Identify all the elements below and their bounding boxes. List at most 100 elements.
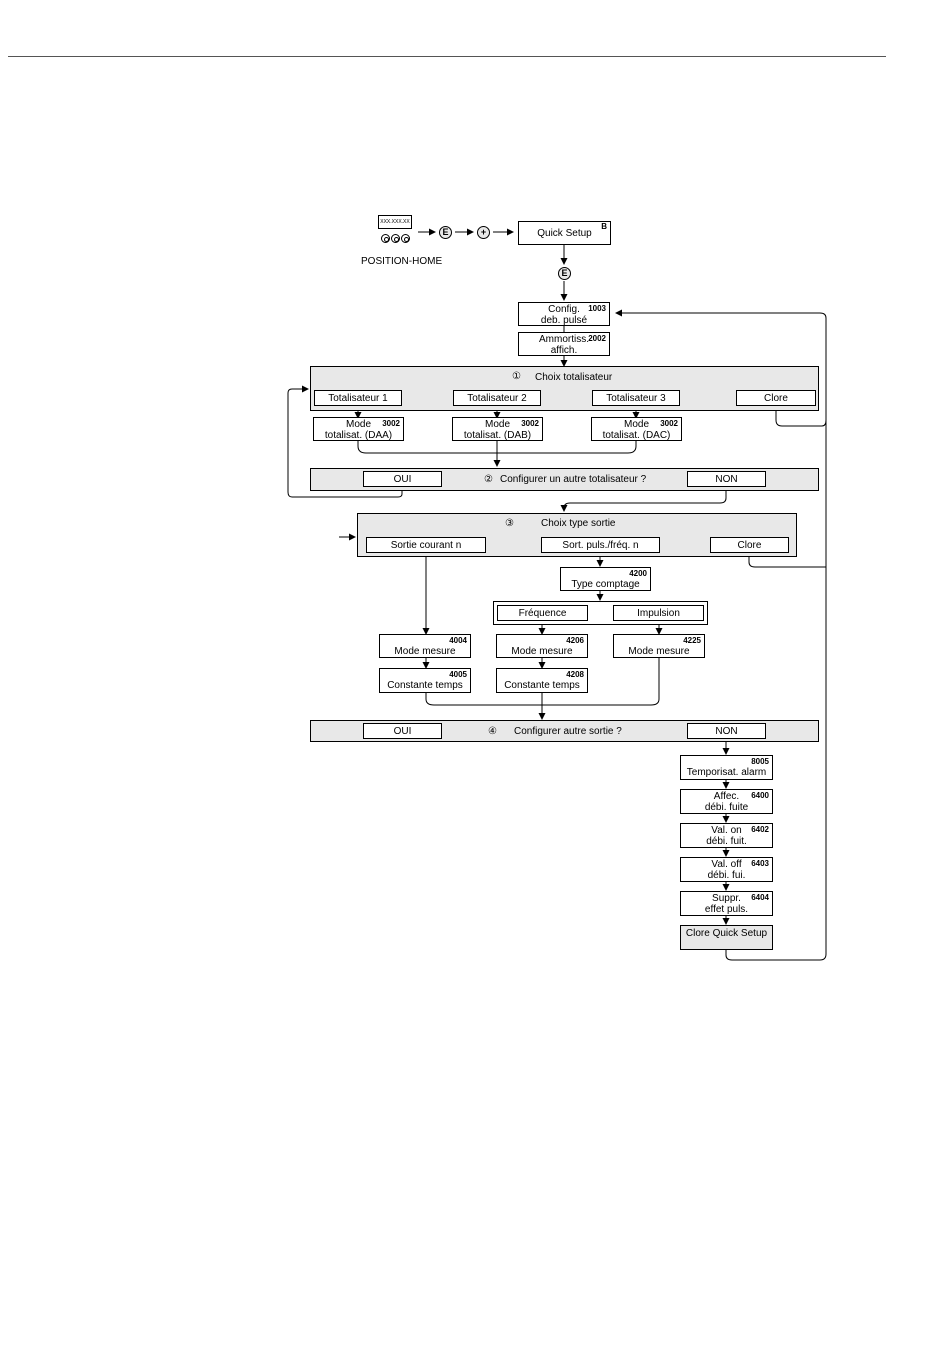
section3-marker: ③ bbox=[505, 518, 514, 529]
section2-marker: ② bbox=[484, 474, 493, 485]
damping-line1: Ammortiss. bbox=[539, 334, 589, 345]
low-flow-off-code: 6403 bbox=[751, 859, 769, 868]
config-pulse-line1: Config. bbox=[548, 304, 580, 315]
operating-key-plus-icon bbox=[391, 234, 400, 243]
totalizer-mode-dac-code: 3002 bbox=[660, 419, 678, 428]
totalizer-3-label: Totalisateur 3 bbox=[606, 393, 666, 404]
totalizer-mode-dab-code: 3002 bbox=[521, 419, 539, 428]
config-pulse-box: 1003 Config. deb. pulsé bbox=[518, 302, 610, 326]
section3-close-label: Clore bbox=[737, 540, 762, 551]
section1-close-option: Clore bbox=[736, 390, 816, 406]
time-constant-4208: 4208 Constante temps bbox=[496, 668, 588, 693]
section2-question: Configurer un autre totalisateur ? bbox=[500, 474, 647, 485]
e-key-icon: E bbox=[439, 226, 452, 239]
section1-marker: ① bbox=[512, 371, 521, 382]
low-flow-assign-box: 6400 Affec. débi. fuite bbox=[680, 789, 773, 814]
time-constant-4005-label: Constante temps bbox=[387, 680, 463, 691]
totalizer-mode-daa-line1: Mode bbox=[345, 419, 371, 430]
measure-mode-4225: 4225 Mode mesure bbox=[613, 634, 705, 658]
section4-marker: ④ bbox=[488, 726, 497, 737]
totalizer-mode-dab: 3002 Mode totalisat. (DAB) bbox=[452, 417, 543, 441]
operating-key-minus-icon bbox=[381, 234, 390, 243]
totalizer-2-option: Totalisateur 2 bbox=[453, 390, 541, 406]
time-constant-4208-code: 4208 bbox=[566, 670, 584, 679]
section4-yes-label: OUI bbox=[393, 726, 412, 737]
measure-mode-4004: 4004 Mode mesure bbox=[379, 634, 471, 658]
section1-panel bbox=[310, 366, 819, 411]
display-readout: XXX.XXX.XX bbox=[380, 219, 410, 225]
section4-no-option: NON bbox=[687, 723, 766, 739]
totalizer-mode-dac-line1: Mode bbox=[623, 419, 649, 430]
quick-setup-superscript: B bbox=[601, 222, 607, 231]
low-flow-off-box: 6403 Val. off débi. fui. bbox=[680, 857, 773, 882]
low-flow-on-line1: Val. on bbox=[711, 825, 742, 836]
totalizer-mode-dac-line2: totalisat. (DAC) bbox=[602, 430, 671, 441]
low-flow-off-line2: débi. fui. bbox=[707, 870, 746, 881]
totalizer-mode-dab-line1: Mode bbox=[484, 419, 510, 430]
totalizer-mode-daa: 3002 Mode totalisat. (DAA) bbox=[313, 417, 404, 441]
config-pulse-code: 1003 bbox=[588, 304, 606, 313]
impulse-option: Impulsion bbox=[613, 605, 704, 621]
low-flow-assign-line1: Affec. bbox=[713, 791, 740, 802]
impulse-label: Impulsion bbox=[637, 608, 680, 619]
measure-mode-4225-code: 4225 bbox=[683, 636, 701, 645]
damping-line2: affich. bbox=[550, 345, 578, 356]
alarm-delay-code: 8005 bbox=[751, 757, 769, 766]
quick-setup-label: Quick Setup bbox=[537, 228, 592, 239]
section4-yes-option: OUI bbox=[363, 723, 442, 739]
totalizer-mode-dac: 3002 Mode totalisat. (DAC) bbox=[591, 417, 682, 441]
low-flow-on-line2: débi. fuit. bbox=[706, 836, 747, 847]
measure-mode-4206: 4206 Mode mesure bbox=[496, 634, 588, 658]
time-constant-4005: 4005 Constante temps bbox=[379, 668, 471, 693]
totalizer-3-option: Totalisateur 3 bbox=[592, 390, 680, 406]
frequency-label: Fréquence bbox=[518, 608, 567, 619]
plus-key-icon: + bbox=[477, 226, 490, 239]
pressure-shock-code: 6404 bbox=[751, 893, 769, 902]
section2-yes-label: OUI bbox=[393, 474, 412, 485]
pulse-freq-output-label: Sort. puls./fréq. n bbox=[562, 540, 639, 551]
position-home-label: POSITION-HOME bbox=[361, 256, 443, 267]
alarm-delay-box: 8005 Temporisat. alarm bbox=[680, 755, 773, 780]
operating-key-enter-icon bbox=[401, 234, 410, 243]
section2-yes-option: OUI bbox=[363, 471, 442, 487]
count-type-label: Type comptage bbox=[571, 579, 640, 590]
low-flow-on-box: 6402 Val. on débi. fuit. bbox=[680, 823, 773, 848]
section1-title: Choix totalisateur bbox=[535, 372, 613, 383]
current-output-label: Sortie courant n bbox=[390, 540, 462, 551]
e-key-icon-2: E bbox=[558, 267, 571, 280]
section2-no-option: NON bbox=[687, 471, 766, 487]
time-constant-4208-label: Constante temps bbox=[504, 680, 580, 691]
measure-mode-4206-label: Mode mesure bbox=[511, 646, 573, 657]
finish-quick-setup-label: Clore Quick Setup bbox=[685, 928, 768, 939]
section2-no-label: NON bbox=[715, 474, 738, 485]
count-type-code: 4200 bbox=[629, 569, 647, 578]
pressure-shock-box: 6404 Suppr. effet puls. bbox=[680, 891, 773, 916]
pressure-shock-line2: effet puls. bbox=[704, 904, 749, 915]
section3-title: Choix type sortie bbox=[541, 518, 616, 529]
measure-mode-4225-label: Mode mesure bbox=[628, 646, 690, 657]
current-output-option: Sortie courant n bbox=[366, 537, 486, 553]
damping-code: 2002 bbox=[588, 334, 606, 343]
totalizer-2-label: Totalisateur 2 bbox=[467, 393, 527, 404]
measure-mode-4004-label: Mode mesure bbox=[394, 646, 456, 657]
totalizer-mode-daa-line2: totalisat. (DAA) bbox=[324, 430, 393, 441]
totalizer-mode-daa-code: 3002 bbox=[382, 419, 400, 428]
low-flow-assign-line2: débi. fuite bbox=[704, 802, 749, 813]
low-flow-off-line1: Val. off bbox=[711, 859, 742, 870]
damping-box: 2002 Ammortiss. affich. bbox=[518, 332, 610, 356]
totalizer-mode-dab-line2: totalisat. (DAB) bbox=[463, 430, 532, 441]
count-type-box: 4200 Type comptage bbox=[560, 567, 651, 591]
pulse-freq-output-option: Sort. puls./fréq. n bbox=[541, 537, 660, 553]
time-constant-4005-code: 4005 bbox=[449, 670, 467, 679]
section4-question: Configurer autre sortie ? bbox=[514, 726, 622, 737]
config-pulse-line2: deb. pulsé bbox=[540, 315, 588, 326]
low-flow-assign-code: 6400 bbox=[751, 791, 769, 800]
totalizer-1-label: Totalisateur 1 bbox=[328, 393, 388, 404]
low-flow-on-code: 6402 bbox=[751, 825, 769, 834]
finish-quick-setup-box: Clore Quick Setup bbox=[680, 925, 773, 950]
section4-no-label: NON bbox=[715, 726, 738, 737]
measure-mode-4206-code: 4206 bbox=[566, 636, 584, 645]
frequency-option: Fréquence bbox=[497, 605, 588, 621]
measure-mode-4004-code: 4004 bbox=[449, 636, 467, 645]
